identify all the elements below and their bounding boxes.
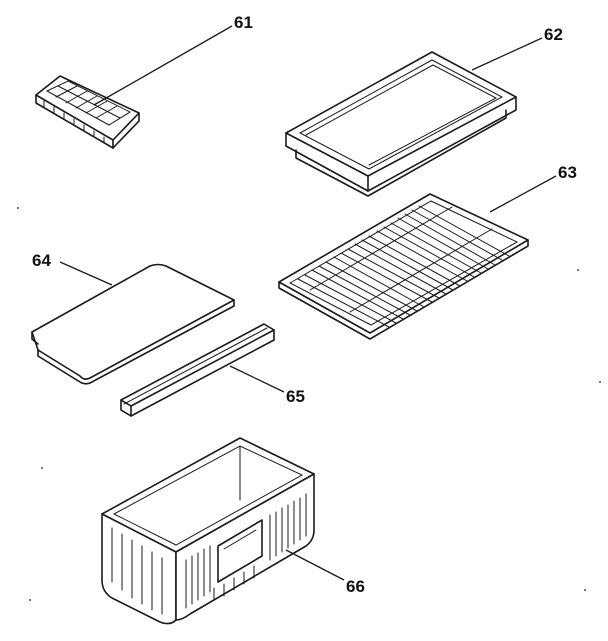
label-65: 65 <box>286 387 305 406</box>
ice-cube-tray <box>35 75 140 149</box>
leader-65 <box>229 365 285 393</box>
print-specks <box>17 207 601 601</box>
leader-61 <box>93 25 233 106</box>
label-63: 63 <box>558 163 577 182</box>
shallow-tray <box>285 51 517 197</box>
leader-63 <box>489 175 557 213</box>
label-64: 64 <box>32 251 51 270</box>
cover-panel <box>31 263 235 385</box>
trim-rail <box>120 323 275 417</box>
leader-62 <box>471 37 543 71</box>
storage-bin <box>101 437 315 625</box>
label-66: 66 <box>346 577 365 596</box>
wire-rack <box>278 193 529 340</box>
label-61: 61 <box>234 13 253 32</box>
leader-66 <box>285 549 345 581</box>
label-62: 62 <box>544 25 563 44</box>
leader-64 <box>59 261 113 286</box>
